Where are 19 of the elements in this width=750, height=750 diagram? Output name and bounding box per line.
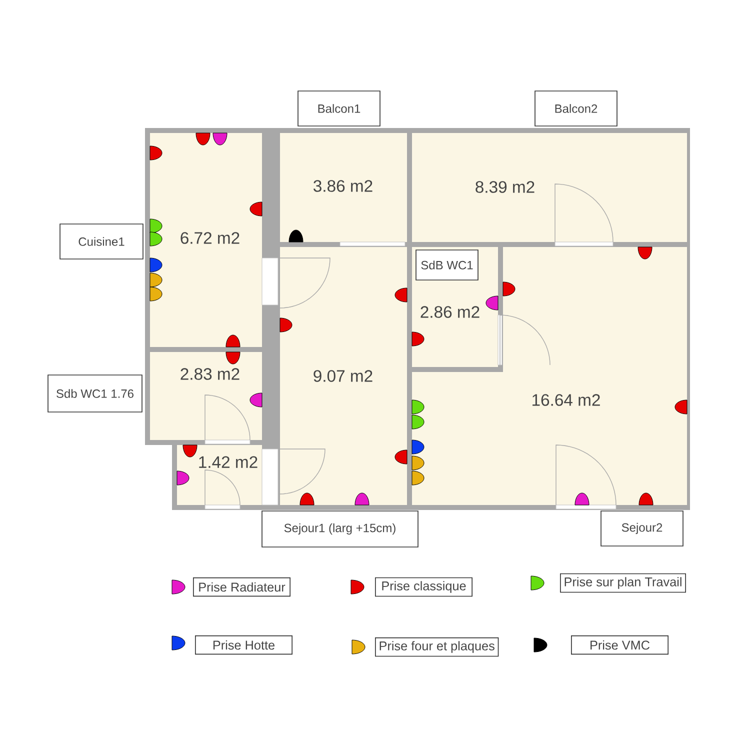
- room: 3.86 m2: [280, 133, 407, 242]
- room: 2.83 m2: [150, 352, 262, 440]
- room: 1.42 m2: [177, 445, 262, 505]
- legend-label: Prise Hotte: [195, 635, 292, 655]
- room: 6.72 m2: [150, 133, 262, 347]
- room-label: Cuisine1: [60, 224, 144, 260]
- room: 8.39 m2: [412, 133, 687, 242]
- legend-label: Prise VMC: [571, 635, 669, 655]
- legend-label: Prise four et plaques: [375, 637, 499, 657]
- room-label: Sejour2: [600, 510, 684, 546]
- room-label: Balcon1: [298, 90, 380, 126]
- room-label: SdB WC1: [416, 250, 478, 280]
- room: 9.07 m2: [280, 247, 407, 505]
- legend-label: Prise classique: [375, 577, 472, 597]
- legend-label: Prise sur plan Travail: [560, 573, 686, 593]
- room-label: Balcon2: [534, 90, 618, 126]
- legend-label: Prise Radiateur: [193, 577, 290, 597]
- room-label: Sdb WC1 1.76: [48, 374, 142, 412]
- room-label: Sejour1 (larg +15cm): [262, 510, 418, 548]
